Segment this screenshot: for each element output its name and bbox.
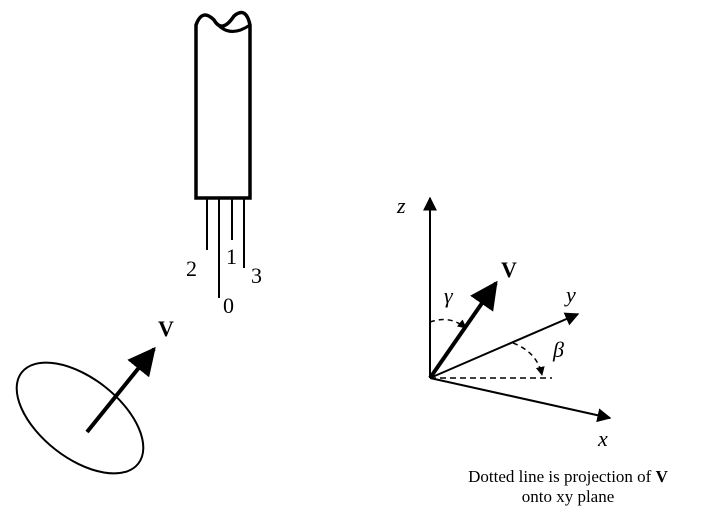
wire-label-2: 2 <box>186 256 197 281</box>
caption-velocity-symbol: V <box>655 467 668 486</box>
disk-velocity-label: V <box>158 316 174 341</box>
caption-line-2: onto xy plane <box>521 487 615 506</box>
probe-break-curve <box>212 19 251 33</box>
velocity-vector <box>428 280 498 380</box>
velocity-label: V <box>501 257 517 282</box>
flow-disk: V <box>15 316 174 475</box>
beta-label: β <box>552 337 564 362</box>
z-axis-label: z <box>396 193 406 218</box>
disk-ellipse <box>15 361 145 475</box>
coordinate-axes: z y x V γ β <box>396 193 612 451</box>
x-axis <box>429 377 612 423</box>
caption-line-1-text: Dotted line is projection of <box>468 467 652 486</box>
x-axis-label: x <box>597 426 608 451</box>
y-axis-label: y <box>564 282 576 307</box>
y-axis <box>429 312 580 379</box>
wire-label-1: 1 <box>226 244 237 269</box>
beta-arc <box>512 342 545 376</box>
diagram-caption: Dotted line is projection of V onto xy p… <box>418 467 701 507</box>
probe: 2 1 3 0 <box>186 10 262 318</box>
probe-body <box>194 10 252 200</box>
gamma-label: γ <box>444 283 454 308</box>
gamma-arc <box>429 318 467 329</box>
wire-label-3: 3 <box>251 263 262 288</box>
caption-line-1: Dotted line is projection of V <box>418 467 701 487</box>
disk-velocity-arrow <box>85 346 156 434</box>
wire-label-0: 0 <box>223 293 234 318</box>
